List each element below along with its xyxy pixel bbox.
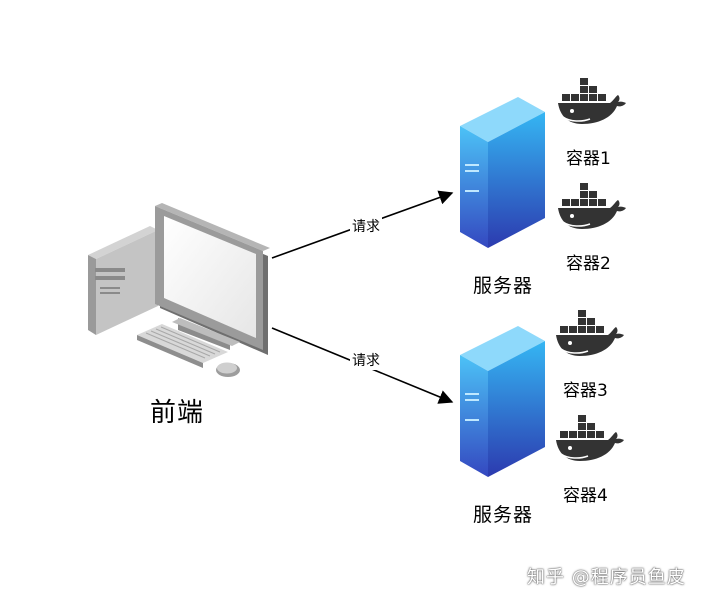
desktop-computer-icon <box>88 203 270 377</box>
request-label-2: 请求 <box>350 350 382 370</box>
container-label-1: 容器1 <box>566 149 611 169</box>
watermark-text: 知乎 @程序员鱼皮 <box>527 567 686 588</box>
server-tower-icon <box>460 326 545 477</box>
container-label-2: 容器2 <box>566 254 611 274</box>
docker-whale-icon <box>555 309 625 357</box>
server-label-2: 服务器 <box>473 504 534 526</box>
server-label-1: 服务器 <box>473 275 534 297</box>
docker-whale-icon <box>555 414 625 462</box>
docker-whale-icon <box>557 182 627 230</box>
container-label-3: 容器3 <box>563 381 608 401</box>
docker-whale-icon <box>557 77 627 125</box>
frontend-label: 前端 <box>150 398 205 428</box>
server-tower-icon <box>460 97 545 248</box>
request-label-1: 请求 <box>350 216 382 236</box>
container-label-4: 容器4 <box>563 486 608 506</box>
